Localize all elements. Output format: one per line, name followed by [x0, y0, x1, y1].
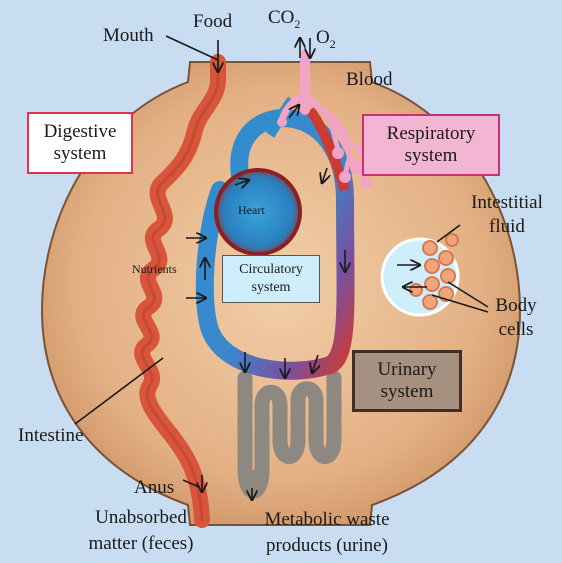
mouth-label: Mouth	[103, 26, 154, 46]
nutrients-label: Nutrients	[132, 262, 177, 276]
o2-label: O2	[316, 28, 336, 54]
respiratory-line1: Respiratory	[387, 123, 476, 145]
intestitial-line1: Intestitial	[455, 193, 559, 213]
metabolic-waste-label: Metabolic waste products (urine)	[238, 510, 416, 556]
body-cells-line1: Body	[486, 296, 546, 316]
blood-label: Blood	[346, 70, 392, 90]
metabolic-line2: products (urine)	[238, 536, 416, 556]
body-cells-line2: cells	[486, 320, 546, 340]
digestive-line1: Digestive	[44, 121, 117, 143]
circulatory-line1: Circulatory	[239, 261, 303, 279]
unabsorbed-line2: matter (feces)	[58, 534, 224, 554]
intestitial-fluid-label: Intestitial fluid	[455, 193, 559, 237]
metabolic-line1: Metabolic waste	[238, 510, 416, 530]
intestine-label: Intestine	[18, 426, 83, 446]
circulatory-line2: system	[239, 279, 303, 297]
unabsorbed-matter-label: Unabsorbed matter (feces)	[58, 508, 224, 554]
anus-label: Anus	[134, 478, 174, 498]
intestitial-line2: fluid	[455, 217, 559, 237]
body-cells-label: Body cells	[486, 296, 546, 340]
urinary-line1: Urinary	[377, 359, 436, 381]
urinary-line2: system	[377, 381, 436, 403]
respiratory-line2: system	[387, 145, 476, 167]
digestive-line2: system	[44, 143, 117, 165]
co2-label: CO2	[268, 8, 300, 34]
unabsorbed-line1: Unabsorbed	[58, 508, 224, 528]
food-label: Food	[193, 12, 232, 32]
heart-label: Heart	[238, 203, 265, 217]
